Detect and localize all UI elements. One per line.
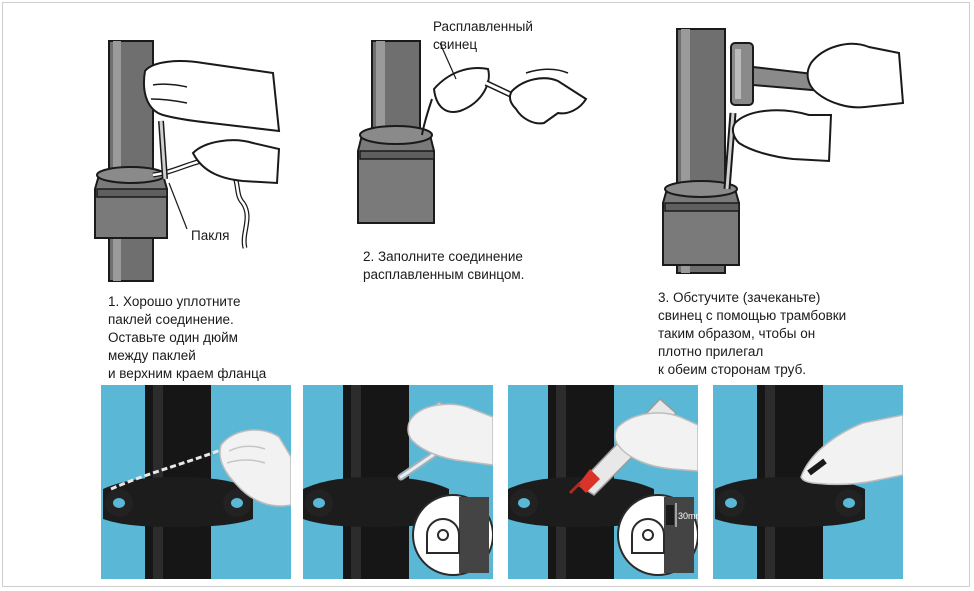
hand-icon <box>407 403 493 466</box>
inset-detail <box>412 494 493 576</box>
tamping-tool-icon <box>723 112 737 190</box>
photo-panel-4 <box>713 385 903 579</box>
photo-panel-2 <box>303 385 493 579</box>
step-3-caption: 3. Обстучите (зачеканьте) свинец с помощ… <box>658 290 847 377</box>
step-1-caption: 1. Хорошо уплотните паклей соединение. О… <box>108 294 267 381</box>
molten-lead-stream <box>421 98 433 136</box>
oakum-callout: Пакля <box>191 228 230 243</box>
hand-icon <box>508 68 588 125</box>
hand-icon <box>614 412 698 472</box>
photo-panel-3: 30mm <box>508 385 698 579</box>
hand-icon <box>219 429 291 507</box>
hand-icon <box>143 60 281 133</box>
step-2-caption: 2. Заполните соединение расплавленным св… <box>363 249 525 282</box>
hand-icon <box>800 414 903 486</box>
ladle-icon <box>432 67 522 113</box>
step-3-illustration <box>662 28 905 274</box>
step-2-illustration <box>357 40 588 224</box>
hand-icon <box>731 109 833 163</box>
inset-measure-label: 30mm <box>678 511 698 521</box>
photo-panel-1 <box>101 385 291 579</box>
inset-detail: 30mm <box>617 494 698 576</box>
hand-icon <box>806 42 905 109</box>
molten-lead-callout: Расплавленный свинец <box>433 19 533 52</box>
step-1-illustration <box>94 40 281 282</box>
hand-icon <box>191 139 281 185</box>
